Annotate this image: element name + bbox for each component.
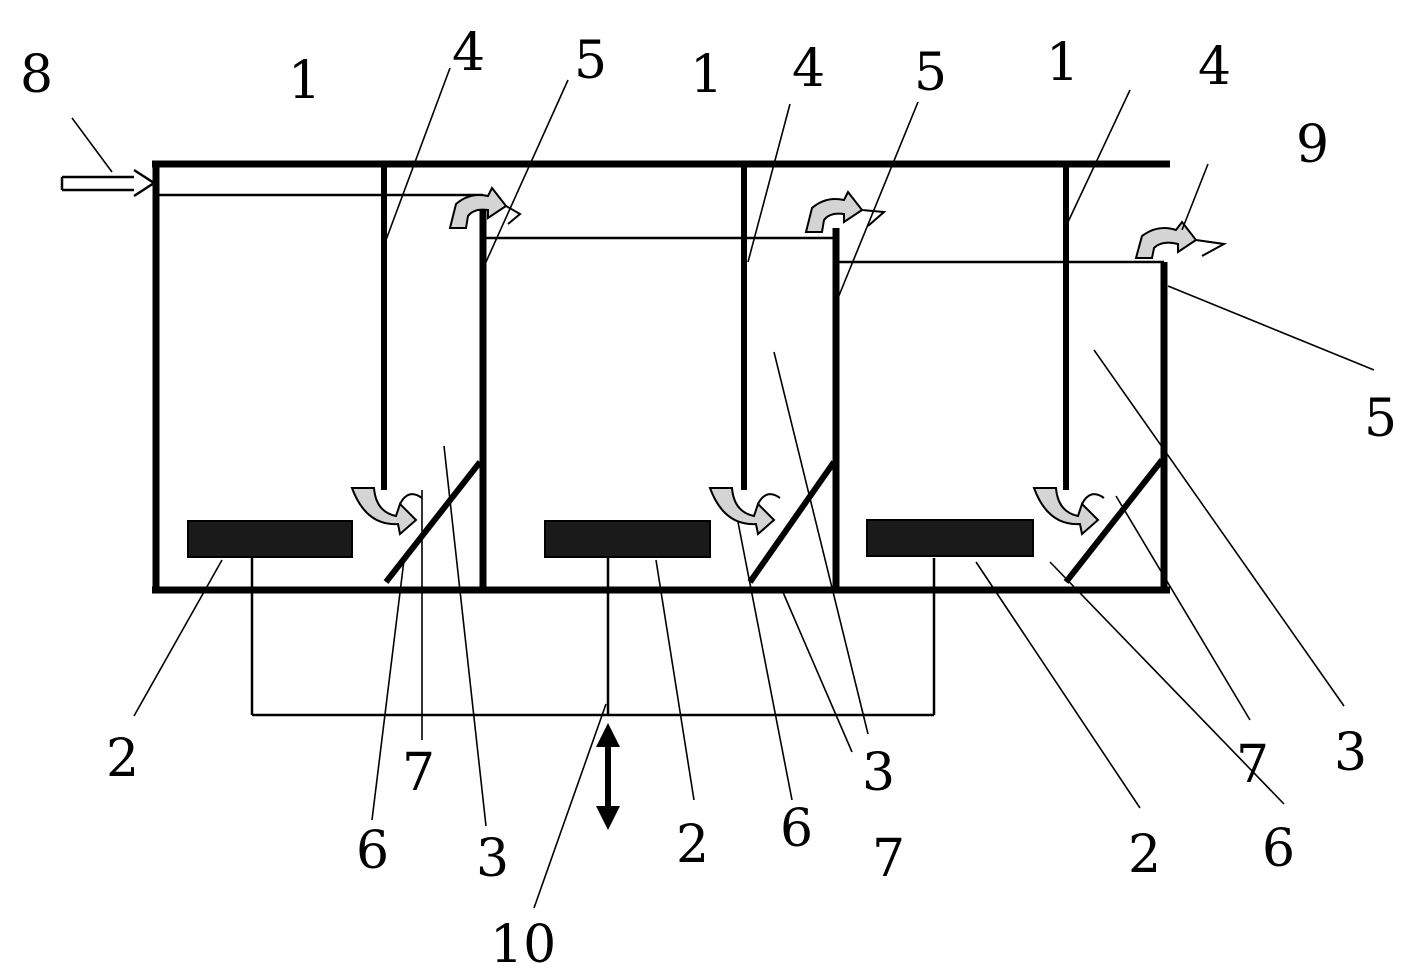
label-aerator-mid: 2 [676,815,709,875]
label-baffle-right: 6 [1262,819,1295,879]
circulation-arrows [350,487,1105,536]
baffle-mid [747,460,837,584]
outlet-arrow [1134,220,1228,259]
label-baffle-mid: 6 [780,799,813,859]
water-levels [158,193,1164,264]
overflow-arrows [448,186,1228,259]
label-wall-mid: 5 [914,43,947,103]
label-aerator-left: 2 [106,729,139,789]
label-flow-mid: 7 [872,829,905,889]
label-flow-right: 7 [1236,735,1269,795]
label-tank-right: 1 [1046,33,1079,93]
aerator-left [187,520,353,558]
label-inlet: 8 [20,45,53,105]
circulation-arrow-right [1032,487,1105,536]
label-wall-right: 5 [1364,389,1397,449]
label-zone-right: 3 [1334,723,1367,783]
air-manifold [250,558,936,830]
inlet-pipe [60,168,157,198]
label-pipe-mid: 4 [792,39,825,99]
label-baffle-left: 6 [356,821,389,881]
label-pipe-right: 4 [1198,37,1231,97]
baffles [383,458,1165,584]
label-pipe-left: 4 [452,23,485,83]
baffle-left [383,460,483,584]
aerator-mid [544,520,711,558]
label-zone-mid: 3 [862,743,895,803]
aerator-right [866,519,1034,557]
aerators [187,519,1034,558]
label-air-main: 10 [490,915,556,973]
label-aerator-right: 2 [1128,825,1161,885]
overflow-arrow-2 [804,190,887,233]
circulation-arrow-mid [708,487,781,536]
leader-lines [71,67,1375,909]
baffle-right [1063,458,1165,584]
label-outlet: 9 [1296,115,1329,175]
label-flow-left: 7 [402,743,435,803]
circulation-arrow-left [350,487,423,536]
label-tank-mid: 1 [690,45,723,105]
label-tank-left: 1 [288,51,321,111]
vertical-pipes [381,166,1069,490]
label-zone-left: 3 [476,829,509,889]
labels: 8 1 1 1 4 4 4 5 5 5 9 2 2 2 3 3 3 6 6 6 … [20,23,1397,973]
label-wall-left: 5 [574,31,607,91]
